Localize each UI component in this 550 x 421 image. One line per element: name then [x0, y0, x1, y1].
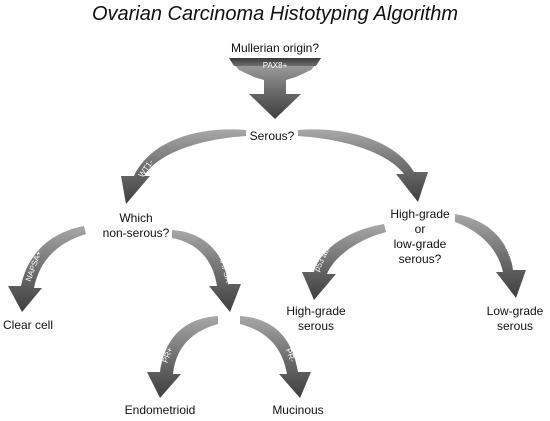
- node-low-grade-serous-line1: Low-grade: [487, 304, 544, 318]
- node-serous: Serous?: [250, 129, 295, 143]
- arrow-p53-abnormal: p53 abnormal: [302, 224, 386, 300]
- arrow-pax8: PAX8+: [229, 58, 321, 119]
- arrow-wt1-positive: WT1+: [298, 129, 428, 202]
- node-which-non-serous-line1: Which: [119, 211, 152, 225]
- node-high-grade-serous-line1: High-grade: [286, 304, 346, 318]
- node-grade-question-line2: or: [415, 222, 426, 236]
- arrow-p53-normal: p53 normal: [455, 214, 526, 298]
- diagram-title: Ovarian Carcinoma Histotyping Algorithm: [92, 3, 458, 25]
- node-endometrioid: Endometrioid: [125, 403, 196, 417]
- node-low-grade-serous-line2: serous: [497, 319, 533, 333]
- node-high-grade-serous-line2: serous: [298, 319, 334, 333]
- arrow-pr-negative: PR-: [240, 316, 311, 398]
- node-mullerian-origin: Mullerian origin?: [231, 41, 319, 55]
- arrow-napsa-negative: NAPSA-: [172, 230, 241, 312]
- node-grade-question-line1: High-grade: [390, 207, 450, 221]
- node-grade-question-line3: low-grade: [394, 237, 447, 251]
- arrow-napsa-positive: NAPSA+: [8, 226, 86, 312]
- node-grade-question-line4: serous?: [399, 252, 442, 266]
- node-mucinous: Mucinous: [272, 403, 323, 417]
- arrow-pr-positive: PR+: [147, 316, 218, 398]
- node-which-non-serous-line2: non-serous?: [103, 226, 170, 240]
- edge-label-pax8: PAX8+: [263, 61, 288, 70]
- arrow-wt1-negative: WT1-: [121, 129, 246, 204]
- node-clear-cell: Clear cell: [3, 318, 53, 332]
